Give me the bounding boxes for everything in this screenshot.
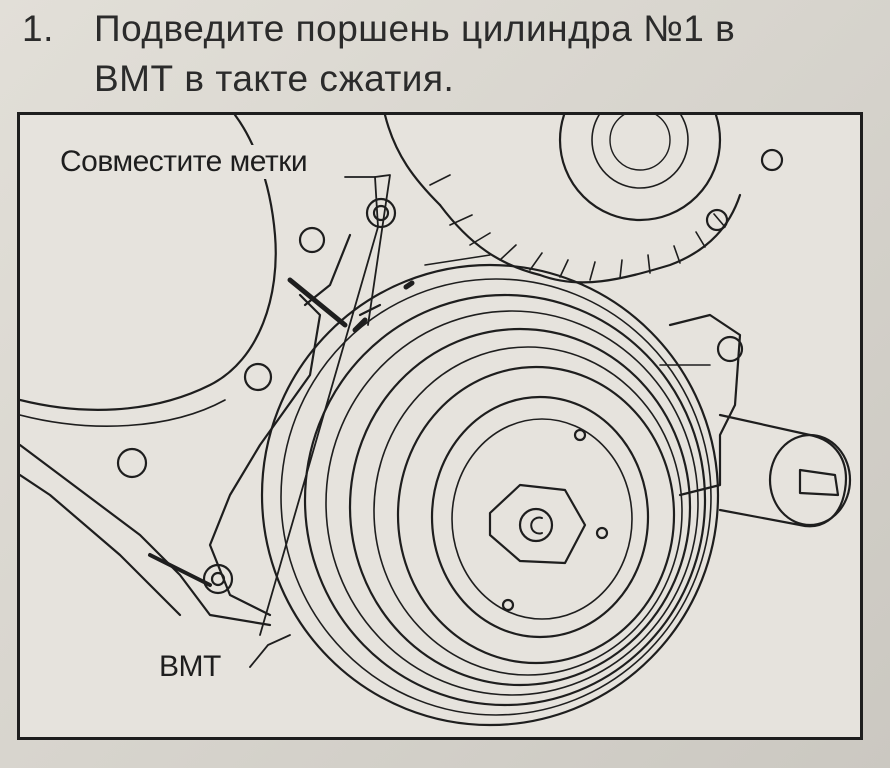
fan-clutch <box>383 115 742 284</box>
instruction-line-2: ВМТ в такте сжатия. <box>94 58 455 99</box>
instruction-line-1: Подведите поршень цилиндра №1 в <box>94 8 736 49</box>
callout-leaders <box>249 174 391 668</box>
engine-figure: Совместите метки ВМТ <box>17 112 863 740</box>
timing-marks <box>352 254 491 333</box>
instruction-step: 1. Подведите поршень цилиндра №1 в ВМТ в … <box>22 4 872 104</box>
step-number: 1. <box>22 8 54 49</box>
callout-tdc: ВМТ <box>157 650 223 684</box>
water-pump <box>659 313 852 528</box>
crankshaft-pulley-illustration <box>20 115 852 727</box>
crankshaft-pulley <box>260 263 720 727</box>
callout-align-marks: Совместите метки <box>58 145 310 179</box>
